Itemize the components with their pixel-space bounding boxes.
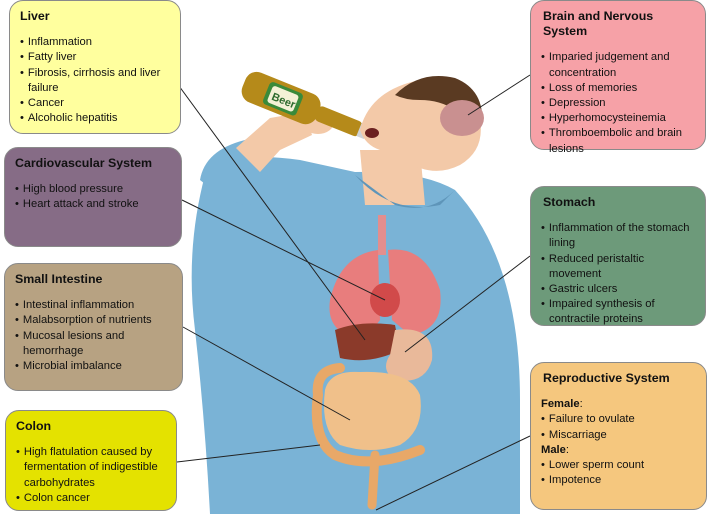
- right-lung: [388, 249, 441, 335]
- small-intestine-box: Small Intestine Intestinal inflammation …: [4, 263, 183, 391]
- list-item: Impaired synthesis of contractile protei…: [541, 297, 697, 327]
- list-item: Failure to ovulate: [541, 412, 698, 427]
- liver-organ: [335, 323, 400, 361]
- reproductive-system-box: Reproductive System Female: Failure to o…: [530, 362, 707, 510]
- open-mouth: [365, 128, 379, 138]
- list-item: Depression: [541, 96, 697, 111]
- list-item: Impotence: [541, 473, 698, 488]
- list-item: Heart attack and stroke: [15, 197, 173, 212]
- list-item: Loss of memories: [541, 81, 697, 96]
- brain-connector: [467, 74, 531, 116]
- colon-connector: [176, 444, 321, 463]
- brain-effects-list: Imparied judgement and concentration Los…: [541, 50, 697, 156]
- small-intestine-effects-list: Intestinal inflammation Malabsorption of…: [15, 298, 174, 374]
- trachea: [378, 215, 386, 255]
- hair: [395, 76, 483, 125]
- list-item: Malabsorption of nutrients: [15, 313, 174, 328]
- list-item: High blood pressure: [15, 182, 173, 197]
- list-item: Cancer: [20, 96, 172, 111]
- stomach-box: Stomach Inflammation of the stomach lini…: [530, 186, 706, 326]
- list-item: Alcoholic hepatitis: [20, 111, 172, 126]
- female-subheading: Female:: [541, 398, 583, 411]
- list-item: Lower sperm count: [541, 458, 698, 473]
- rectum: [367, 450, 380, 510]
- brain-organ: [440, 100, 484, 136]
- hood-collar: [355, 175, 455, 208]
- cardiovascular-title: Cardiovascular System: [15, 156, 153, 170]
- left-lung: [329, 250, 380, 340]
- stomach-effects-list: Inflammation of the stomach lining Reduc…: [541, 221, 697, 327]
- liver-title: Liver: [20, 9, 50, 23]
- reproductive-title: Reproductive System: [543, 371, 670, 385]
- female-label: Female: [541, 398, 580, 411]
- forearm: [236, 112, 312, 172]
- colon-title: Colon: [16, 419, 52, 433]
- intestines: [324, 371, 421, 450]
- male-label: Male: [541, 443, 566, 456]
- colon-box: Colon High flatulation caused by ferment…: [5, 410, 177, 511]
- reproductive-connector: [375, 435, 531, 511]
- male-subheading: Male:: [541, 443, 569, 456]
- stomach-title: Stomach: [543, 195, 596, 209]
- list-item: Inflammation of the stomach lining: [541, 221, 697, 251]
- beer-bottle: Beer: [241, 71, 370, 140]
- list-item: Fatty liver: [20, 50, 172, 65]
- list-item: Gastric ulcers: [541, 282, 697, 297]
- list-item: Imparied judgement and concentration: [541, 50, 697, 80]
- stomach-connector: [404, 255, 531, 353]
- list-item: Reduced peristaltic movement: [541, 252, 697, 282]
- colon-effects-list: High flatulation caused by fermentation …: [16, 445, 168, 506]
- list-item: Mucosal lesions and hemorrhage: [15, 329, 174, 359]
- liver-connector: [159, 59, 366, 341]
- list-item: Intestinal inflammation: [15, 298, 174, 313]
- cardiovascular-box: Cardiovascular System High blood pressur…: [4, 147, 182, 247]
- list-item: Fibrosis, cirrhosis and liver failure: [20, 66, 172, 96]
- cardiovascular-effects-list: High blood pressure Heart attack and str…: [15, 182, 173, 212]
- brain-title: Brain and Nervous System: [543, 9, 654, 39]
- colon-organ: [311, 363, 425, 467]
- list-item: Thromboembolic and brain lesions: [541, 126, 697, 156]
- cardio-connector: [181, 199, 386, 301]
- stomach-organ: [386, 329, 433, 381]
- list-item: Colon cancer: [16, 491, 168, 506]
- female-effects-list: Failure to ovulate Miscarriage: [541, 412, 698, 442]
- liver-effects-list: Inflammation Fatty liver Fibrosis, cirrh…: [20, 35, 172, 126]
- brain-nervous-system-box: Brain and Nervous System Imparied judgem…: [530, 0, 706, 155]
- list-item: Miscarriage: [541, 428, 698, 443]
- connector-lines: [159, 59, 531, 511]
- list-item: Hyperhomocysteinemia: [541, 111, 697, 126]
- list-item: Inflammation: [20, 35, 172, 50]
- male-effects-list: Lower sperm count Impotence: [541, 458, 698, 488]
- small-intestine-connector: [182, 326, 351, 421]
- small-intestine-title: Small Intestine: [15, 272, 103, 286]
- list-item: High flatulation caused by fermentation …: [16, 445, 168, 491]
- list-item: Microbial imbalance: [15, 359, 174, 374]
- liver-box: Liver Inflammation Fatty liver Fibrosis,…: [9, 0, 181, 134]
